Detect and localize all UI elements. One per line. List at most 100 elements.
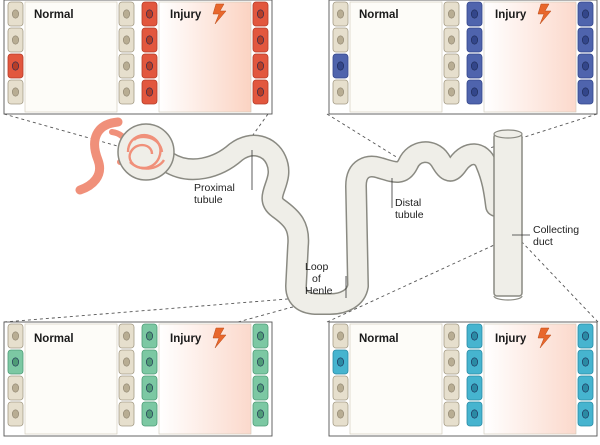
loop-label: Loop of Henle (305, 261, 347, 298)
normal-right-nucleus (123, 35, 131, 45)
label-proximal-line2: tubule (194, 194, 223, 206)
panel-loop-of-henle: Normal Injury (3, 321, 273, 437)
injury-left-nucleus (470, 35, 478, 45)
normal-lumen (349, 323, 443, 435)
injury-left-nucleus (470, 9, 478, 19)
injury-left-nucleus (146, 61, 154, 71)
injury-right-nucleus (581, 383, 589, 393)
label-loop-line1: Loop (305, 261, 329, 273)
connector-lines (3, 113, 599, 323)
normal-right-nucleus (123, 383, 131, 393)
nephron (75, 117, 523, 315)
panel-proximal-tubule: Normal Injury (3, 0, 273, 115)
injury-left-nucleus (146, 35, 154, 45)
connector-distal-right (489, 113, 598, 149)
normal-left-nucleus (336, 409, 344, 419)
normal-left-nucleus (336, 331, 344, 341)
normal-left-nucleus (336, 35, 344, 45)
normal-right-nucleus (123, 357, 131, 367)
injury-title: Injury (495, 333, 527, 345)
normal-right-nucleus (123, 331, 131, 341)
normal-left-nucleus (12, 383, 20, 393)
label-collecting-line2: duct (533, 236, 553, 248)
normal-right-nucleus (447, 383, 455, 393)
normal-title: Normal (359, 333, 399, 345)
lightning-icon (537, 3, 552, 25)
injury-lumen (483, 1, 577, 113)
collecting-duct (493, 133, 523, 297)
normal-left-nucleus (336, 357, 344, 367)
lightning-icon (212, 3, 227, 25)
injury-left-nucleus (146, 383, 154, 393)
connector-collecting-right (519, 239, 599, 323)
connector-loop-left (3, 297, 301, 323)
normal-left-nucleus (12, 409, 20, 419)
injury-lumen (158, 323, 252, 435)
injury-right-nucleus (256, 331, 264, 341)
normal-right-nucleus (447, 409, 455, 419)
injury-left-nucleus (146, 9, 154, 19)
connector-loop-right (237, 299, 319, 323)
injury-left-nucleus (470, 87, 478, 97)
collecting-duct-top (493, 129, 523, 139)
injury-right-nucleus (581, 331, 589, 341)
arteriole (75, 117, 123, 195)
tubule-lumen (158, 136, 506, 314)
injury-right-nucleus (256, 61, 264, 71)
normal-right-nucleus (447, 61, 455, 71)
injury-lumen (158, 1, 252, 113)
label-distal-line2: tubule (395, 209, 424, 221)
segment-labels: Proximal tubule Distal tubule Loop of He… (194, 150, 579, 298)
connector-collecting-left (326, 239, 506, 323)
distal-label: Distal tubule (391, 178, 424, 221)
connector-distal-left (326, 113, 399, 159)
normal-left-nucleus (336, 87, 344, 97)
injury-title: Injury (170, 9, 202, 21)
injury-left-nucleus (470, 383, 478, 393)
injury-left-nucleus (146, 357, 154, 367)
injury-left-nucleus (146, 331, 154, 341)
label-loop-line3: Henle (305, 285, 333, 297)
injury-right-nucleus (256, 35, 264, 45)
normal-title: Normal (34, 9, 74, 21)
normal-right-nucleus (447, 35, 455, 45)
label-loop-line2: of (312, 273, 321, 285)
collecting-label: Collecting duct (512, 224, 579, 248)
injury-right-nucleus (581, 87, 589, 97)
normal-left-nucleus (12, 87, 20, 97)
normal-left-nucleus (12, 9, 20, 19)
injury-right-nucleus (581, 9, 589, 19)
label-proximal-line1: Proximal (194, 182, 235, 194)
normal-lumen (24, 323, 118, 435)
label-distal-line1: Distal (395, 197, 421, 209)
injury-title: Injury (495, 9, 527, 21)
injury-title: Injury (170, 333, 202, 345)
panel-distal-tubule: Normal Injury (328, 0, 598, 115)
glomerulus (126, 133, 166, 170)
injury-right-nucleus (581, 357, 589, 367)
normal-right-nucleus (447, 9, 455, 19)
bowmans-capsule (117, 123, 175, 181)
injury-lumen (483, 323, 577, 435)
injury-right-nucleus (581, 409, 589, 419)
normal-right-nucleus (123, 409, 131, 419)
normal-left-nucleus (336, 9, 344, 19)
normal-lumen (24, 1, 118, 113)
injury-right-nucleus (256, 409, 264, 419)
normal-left-nucleus (12, 357, 20, 367)
label-collecting-line1: Collecting (533, 224, 579, 236)
normal-left-nucleus (12, 61, 20, 71)
injury-left-nucleus (470, 331, 478, 341)
normal-right-nucleus (123, 87, 131, 97)
injury-left-nucleus (470, 61, 478, 71)
normal-right-nucleus (447, 87, 455, 97)
normal-right-nucleus (123, 61, 131, 71)
normal-title: Normal (359, 9, 399, 21)
normal-left-nucleus (336, 61, 344, 71)
collecting-duct-bottom (493, 295, 523, 301)
proximal-label: Proximal tubule (194, 150, 253, 206)
normal-title: Normal (34, 333, 74, 345)
normal-left-nucleus (12, 331, 20, 341)
injury-right-nucleus (256, 9, 264, 19)
